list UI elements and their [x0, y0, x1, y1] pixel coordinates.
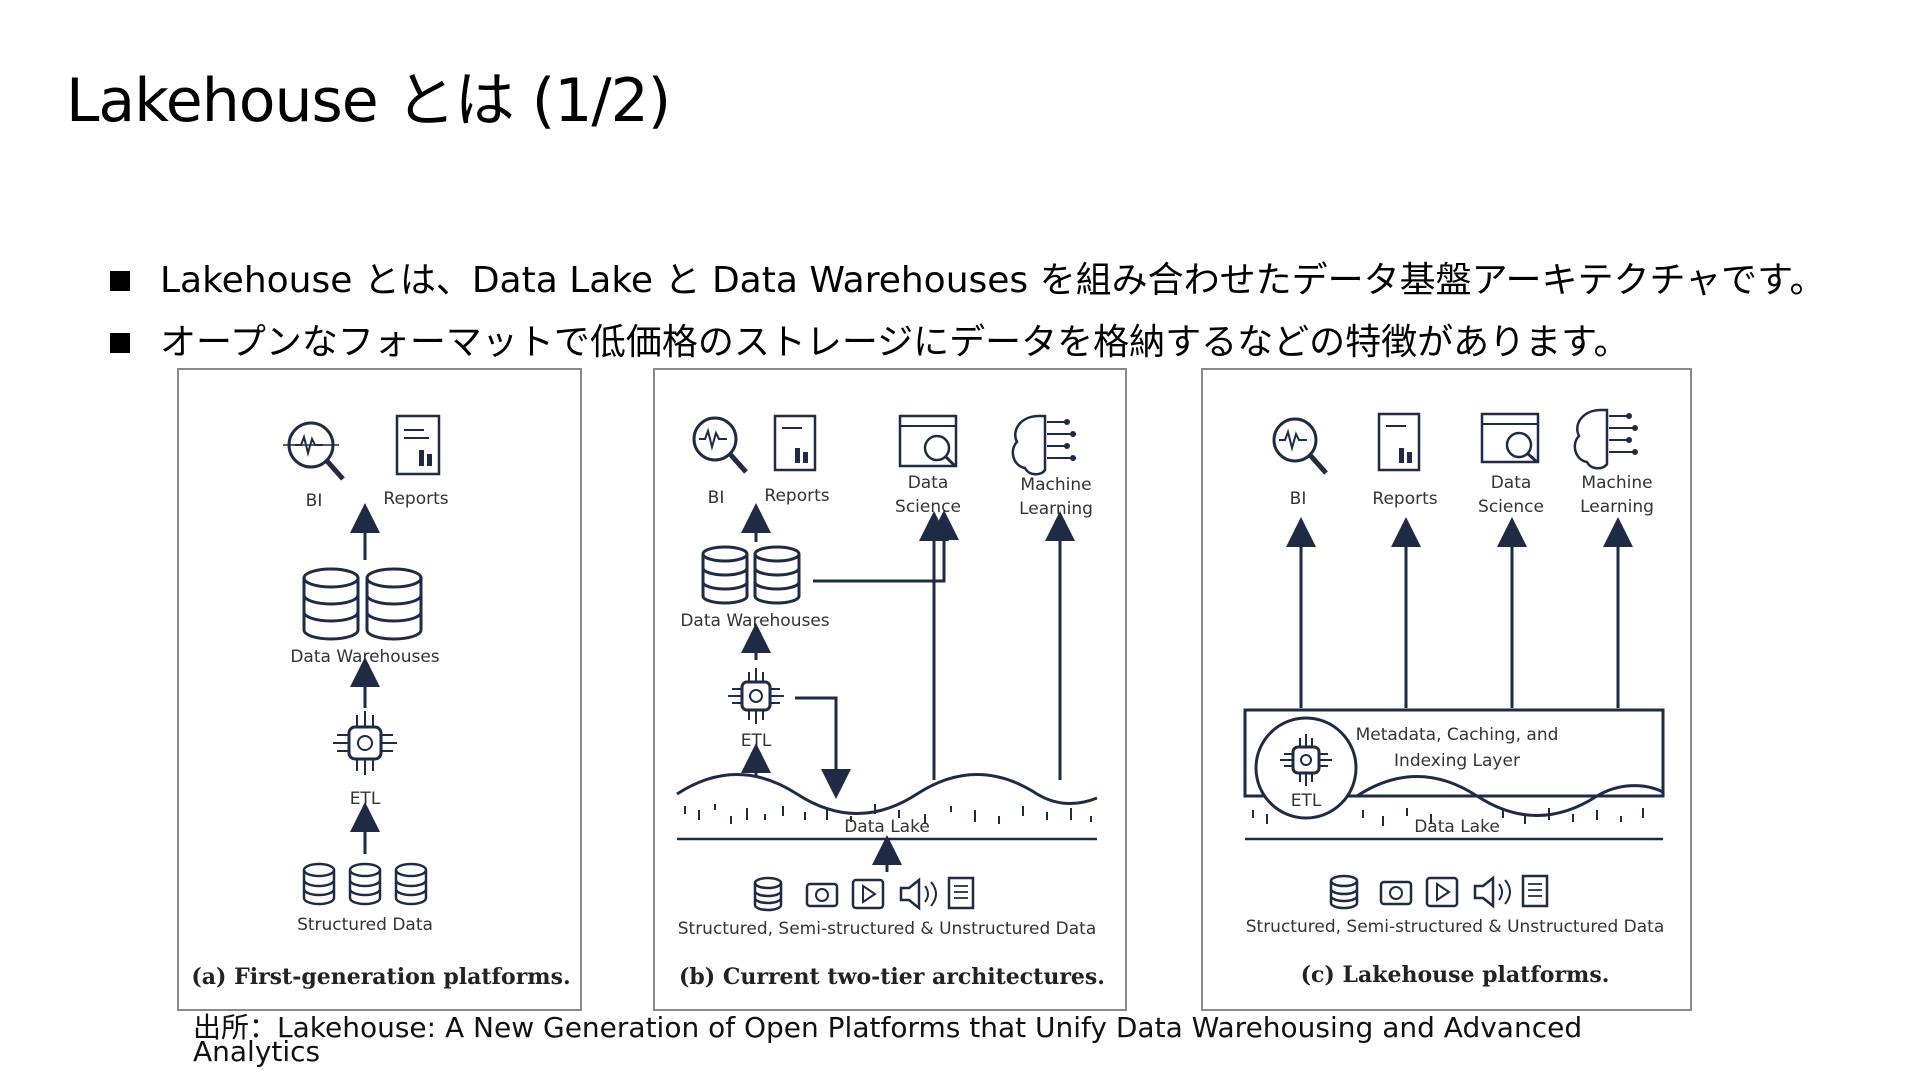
bullet-item: Lakehouse とは、Data Lake と Data Warehouses…	[110, 250, 1826, 312]
audio-icon	[1473, 875, 1511, 909]
audio-icon	[899, 877, 937, 911]
panel-first-generation: BI Reports Data Warehouses ETL	[177, 368, 582, 1011]
reports-document-icon	[773, 414, 817, 472]
etl-chip-icon	[1280, 734, 1332, 786]
ml-label-line1: Machine	[1020, 475, 1091, 495]
arrow-etl-to-lake	[795, 696, 851, 799]
panel-lakehouse: BI Reports Data Science Machine Learning…	[1201, 368, 1692, 1011]
machine-learning-brain-icon	[1011, 414, 1076, 476]
data-science-icon	[1480, 412, 1540, 464]
metadata-layer-box	[1243, 708, 1665, 798]
panel-two-tier: BI Reports Data Science Machine Learning…	[653, 368, 1127, 1011]
bi-magnifier-icon	[283, 421, 345, 481]
arrow-dw-to-science	[813, 510, 959, 583]
play-video-icon	[851, 878, 885, 910]
diagram-b: BI Reports Data Science Machine Learning…	[676, 414, 1105, 990]
data-science-label-line1: Data	[1491, 473, 1532, 493]
sources-label: Structured, Semi-structured & Unstructur…	[678, 919, 1097, 939]
data-science-label-line1: Data	[908, 473, 949, 493]
etl-label: ETL	[741, 731, 772, 751]
panel-a-caption: (a) First-generation platforms.	[191, 964, 570, 990]
ml-label-line2: Learning	[1019, 499, 1093, 519]
text-document-icon	[1521, 874, 1549, 908]
ml-label-line1: Machine	[1581, 473, 1652, 493]
etl-chip-icon	[333, 711, 397, 775]
data-lake-label: Data Lake	[844, 817, 930, 837]
play-video-icon	[1425, 876, 1459, 908]
text-document-icon	[947, 876, 975, 910]
reports-document-icon	[1377, 412, 1421, 472]
metadata-label-line1: Metadata, Caching, and	[1356, 725, 1559, 745]
dw-label: Data Warehouses	[290, 647, 439, 667]
panel-b-caption: (b) Current two-tier architectures.	[679, 964, 1105, 990]
reports-label: Reports	[383, 489, 448, 509]
bullet-item: オープンなフォーマットで低価格のストレージにデータを格納するなどの特徴があります…	[110, 312, 1826, 374]
data-science-icon	[898, 414, 958, 468]
camera-icon	[1379, 880, 1413, 906]
reports-document-icon	[395, 414, 441, 476]
data-science-label-line2: Science	[1478, 497, 1544, 517]
bullet-text: オープンなフォーマットで低価格のストレージにデータを格納するなどの特徴があります…	[160, 322, 1630, 363]
bi-label: BI	[1290, 489, 1307, 509]
etl-chip-icon	[728, 668, 784, 724]
source-database-icon	[753, 876, 783, 912]
bi-magnifier-icon	[1272, 417, 1328, 475]
data-science-label-line2: Science	[895, 497, 961, 517]
machine-learning-brain-icon	[1573, 408, 1638, 470]
data-warehouse-icon	[302, 567, 423, 641]
bullet-square-icon	[110, 271, 130, 291]
data-lake-label: Data Lake	[1414, 817, 1500, 837]
diagram-c: BI Reports Data Science Machine Learning…	[1243, 408, 1665, 988]
data-warehouse-icon	[701, 545, 801, 605]
metadata-label-line2: Indexing Layer	[1394, 751, 1520, 771]
bi-magnifier-icon	[692, 416, 748, 474]
sources-label: Structured, Semi-structured & Unstructur…	[1246, 917, 1665, 937]
ml-label-line2: Learning	[1580, 497, 1654, 517]
panel-c-caption: (c) Lakehouse platforms.	[1301, 962, 1610, 988]
reports-label: Reports	[1372, 489, 1437, 509]
bullet-text: Lakehouse とは、Data Lake と Data Warehouses…	[160, 260, 1826, 301]
bullet-square-icon	[110, 333, 130, 353]
etl-label: ETL	[350, 789, 381, 809]
structured-data-icon	[302, 862, 428, 906]
source-citation: 出所：Lakehouse: A New Generation of Open P…	[193, 1011, 1583, 1068]
etl-label: ETL	[1291, 791, 1322, 811]
structured-data-label: Structured Data	[297, 915, 433, 935]
slide-title: Lakehouse とは (1/2)	[66, 66, 671, 136]
dw-label: Data Warehouses	[680, 611, 829, 631]
data-lake-graphic	[1245, 775, 1664, 841]
camera-icon	[805, 882, 839, 908]
bullet-list: Lakehouse とは、Data Lake と Data Warehouses…	[110, 250, 1826, 374]
reports-label: Reports	[764, 486, 829, 506]
bi-label: BI	[708, 488, 725, 508]
diagram-a: BI Reports Data Warehouses ETL	[191, 414, 571, 990]
bi-label: BI	[306, 491, 323, 511]
etl-circle	[1254, 716, 1358, 820]
source-database-icon	[1329, 874, 1359, 910]
